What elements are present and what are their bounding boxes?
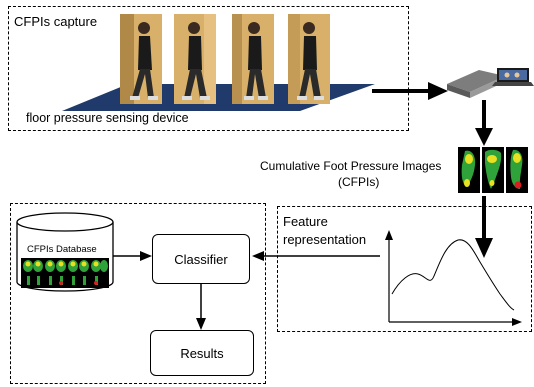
cfpi-image-2 <box>482 147 504 193</box>
walker-frame-4 <box>288 14 330 104</box>
results-label: Results <box>180 345 224 361</box>
capture-panel <box>8 6 409 131</box>
classification-panel <box>10 203 266 384</box>
walker-frame-2 <box>174 14 216 104</box>
results-box: Results <box>150 330 254 376</box>
classifier-box: Classifier <box>152 234 250 284</box>
capture-panel-title: CFPIs capture <box>14 14 98 29</box>
cfpi-caption-line2: (CFPIs) <box>338 175 380 189</box>
feature-label-line2: representation <box>283 232 367 247</box>
cfpi-caption-line1: Cumulative Foot Pressure Images <box>260 159 442 173</box>
classifier-label: Classifier <box>174 251 228 267</box>
feature-panel <box>277 206 532 332</box>
feature-label-line1: Feature <box>283 214 328 229</box>
cfpi-image-3 <box>506 147 528 193</box>
device-label: floor pressure sensing device <box>26 111 189 125</box>
walker-frame-3 <box>232 14 274 104</box>
walker-frame-1 <box>120 14 162 104</box>
database-label: CFPIs Database <box>27 244 97 255</box>
cfpi-image-1 <box>458 147 480 193</box>
